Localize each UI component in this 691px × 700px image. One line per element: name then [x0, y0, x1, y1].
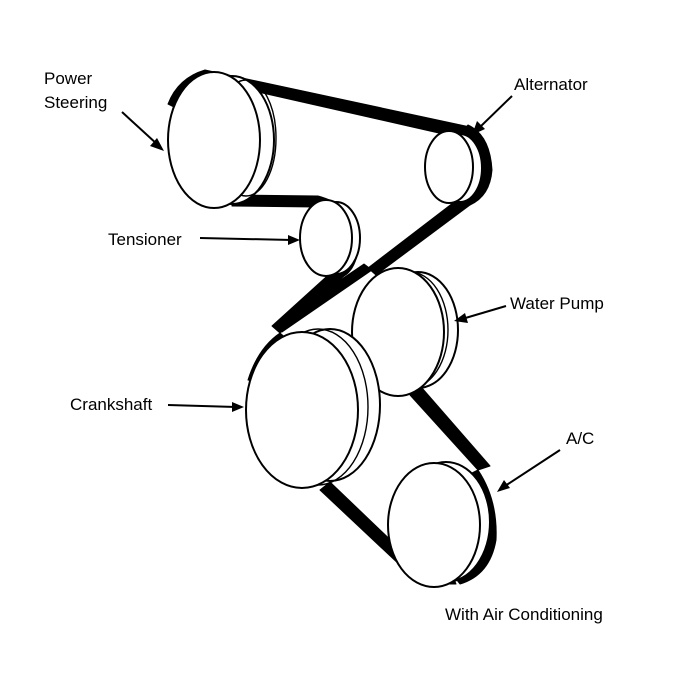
leader-arrows — [121, 95, 561, 492]
power-steering-label-line1: Power — [44, 69, 93, 88]
water-pump-pulley — [351, 267, 459, 397]
tensioner-pulley — [299, 199, 361, 277]
crankshaft-pulley — [245, 328, 381, 489]
ac-arrow — [504, 449, 561, 487]
ac-compressor-pulley — [387, 461, 491, 588]
water-pump-arrow — [461, 305, 507, 320]
power-steering-label-line2: Steering — [44, 93, 107, 112]
alternator-label: Alternator — [514, 75, 588, 94]
diagram-caption: With Air Conditioning — [445, 605, 603, 624]
alternator-pulley — [424, 130, 483, 204]
power-steering-arrow — [121, 111, 159, 146]
crankshaft-label: Crankshaft — [70, 395, 152, 414]
tensioner-arrow — [199, 237, 293, 241]
power-steering-pulley — [167, 71, 277, 209]
ac-label: A/C — [566, 429, 594, 448]
water-pump-label: Water Pump — [510, 294, 604, 313]
tensioner-label: Tensioner — [108, 230, 182, 249]
alternator-arrow — [478, 95, 513, 129]
crankshaft-arrow — [167, 404, 237, 408]
